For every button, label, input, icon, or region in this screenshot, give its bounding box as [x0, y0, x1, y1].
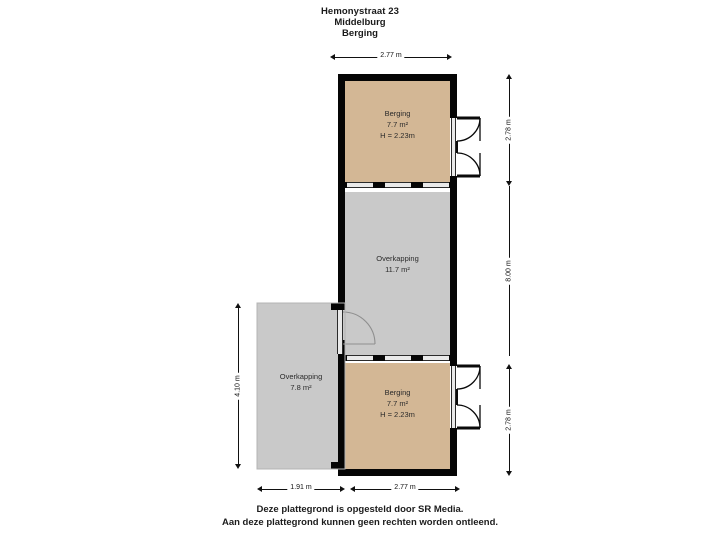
- dimension-top-label: 2.77 m: [377, 51, 405, 60]
- room-berging-top-labels: Berging 7.7 m² H = 2.23m: [345, 109, 450, 142]
- door-top-right-double: [456, 116, 481, 178]
- window-upper-seg2: [385, 182, 411, 188]
- door-frame-top-right: [451, 118, 456, 176]
- wall-right-main-upper: [450, 74, 457, 118]
- plan-footer-block: Deze plattegrond is opgesteld door SR Me…: [0, 504, 720, 530]
- dimension-right-top-arrow-down: [506, 181, 512, 186]
- wall-top-main: [338, 74, 457, 81]
- dimension-left: 4.10 m: [232, 303, 244, 469]
- dimension-left-arrow-up: [235, 303, 241, 308]
- room-overkapping-left: Overkapping 7.8 m²: [257, 303, 345, 469]
- dimension-bottom-left-arrow-right: [340, 486, 345, 492]
- wall-right-main-lower: [450, 428, 457, 476]
- dimension-bottom-right-label: 2.77 m: [391, 483, 419, 492]
- dimension-left-label: 4.10 m: [233, 372, 243, 400]
- room-berging-bottom-area: 7.7 m²: [386, 398, 409, 408]
- room-berging-top-area: 7.7 m²: [386, 119, 409, 129]
- room-overkapping-mid: Overkapping 11.7 m²: [345, 192, 450, 355]
- dimension-bottom-right-arrow-right: [455, 486, 460, 492]
- dimension-right-bottom-arrow-up: [506, 364, 512, 369]
- window-upper-seg3: [423, 182, 449, 188]
- room-berging-top-height: H = 2.23m: [380, 130, 415, 140]
- room-overkapping-mid-name: Overkapping: [376, 254, 419, 263]
- door-jamb-annex: [337, 310, 343, 354]
- door-frame-bottom-right: [451, 366, 456, 428]
- title-street: Hemonystraat 23: [320, 6, 400, 17]
- dimension-top: 2.77 m: [330, 51, 452, 63]
- room-overkapping-left-area: 7.8 m²: [290, 382, 312, 392]
- wall-annex-bottom-stub: [331, 462, 345, 469]
- window-lower-seg2: [385, 355, 411, 361]
- wall-left-main-lower: [338, 340, 345, 476]
- dimension-bottom-left: 1.91 m: [257, 483, 345, 495]
- room-berging-bottom-height: H = 2.23m: [380, 409, 415, 419]
- room-berging-bottom-name: Berging: [384, 388, 411, 397]
- footer-line-2: Aan deze plattegrond kunnen geen rechten…: [221, 517, 499, 529]
- window-upper-seg1: [347, 182, 373, 188]
- dimension-right-bottom-label: 2.78 m: [504, 406, 514, 434]
- wall-right-main-mid: [450, 176, 457, 366]
- dimension-bottom-right: 2.77 m: [350, 483, 460, 495]
- window-lower-seg3: [423, 355, 449, 361]
- dimension-right-top: 2.78 m: [503, 74, 515, 186]
- title-city: Middelburg: [334, 17, 386, 29]
- room-berging-top-name: Berging: [384, 109, 411, 118]
- room-berging-bottom: Berging 7.7 m² H = 2.23m: [345, 363, 450, 469]
- dimension-right-top-label: 2.78 m: [504, 116, 514, 144]
- room-overkapping-left-name: Overkapping: [279, 372, 323, 381]
- dimension-top-arrow-right: [447, 54, 452, 60]
- dimension-top-arrow-left: [330, 54, 335, 60]
- room-overkapping-mid-area: 11.7 m²: [385, 264, 410, 274]
- door-bottom-right-double: [456, 364, 481, 430]
- footer-line-1: Deze plattegrond is opgesteld door SR Me…: [256, 504, 464, 516]
- room-overkapping-left-labels: Overkapping 7.8 m²: [257, 372, 345, 394]
- dimension-right-total-label: 8.00 m: [504, 257, 514, 285]
- room-overkapping-mid-labels: Overkapping 11.7 m²: [345, 254, 450, 276]
- dimension-right-top-arrow-up: [506, 74, 512, 79]
- dimension-right-total: 8.00 m: [503, 186, 515, 356]
- wall-left-main-upper: [338, 74, 345, 303]
- wall-bottom-main: [338, 469, 457, 476]
- wall-annex-top-stub: [331, 303, 345, 310]
- plan-title-block: Hemonystraat 23 Middelburg Berging: [0, 6, 720, 40]
- dimension-right-bottom: 2.78 m: [503, 364, 515, 476]
- room-berging-bottom-labels: Berging 7.7 m² H = 2.23m: [345, 388, 450, 421]
- dimension-bottom-right-arrow-left: [350, 486, 355, 492]
- dimension-left-arrow-down: [235, 464, 241, 469]
- room-berging-top: Berging 7.7 m² H = 2.23m: [345, 81, 450, 182]
- dimension-bottom-left-arrow-left: [257, 486, 262, 492]
- dimension-right-bottom-arrow-down: [506, 471, 512, 476]
- window-lower-seg1: [347, 355, 373, 361]
- dimension-bottom-left-label: 1.91 m: [287, 483, 315, 492]
- title-subject: Berging: [342, 28, 378, 40]
